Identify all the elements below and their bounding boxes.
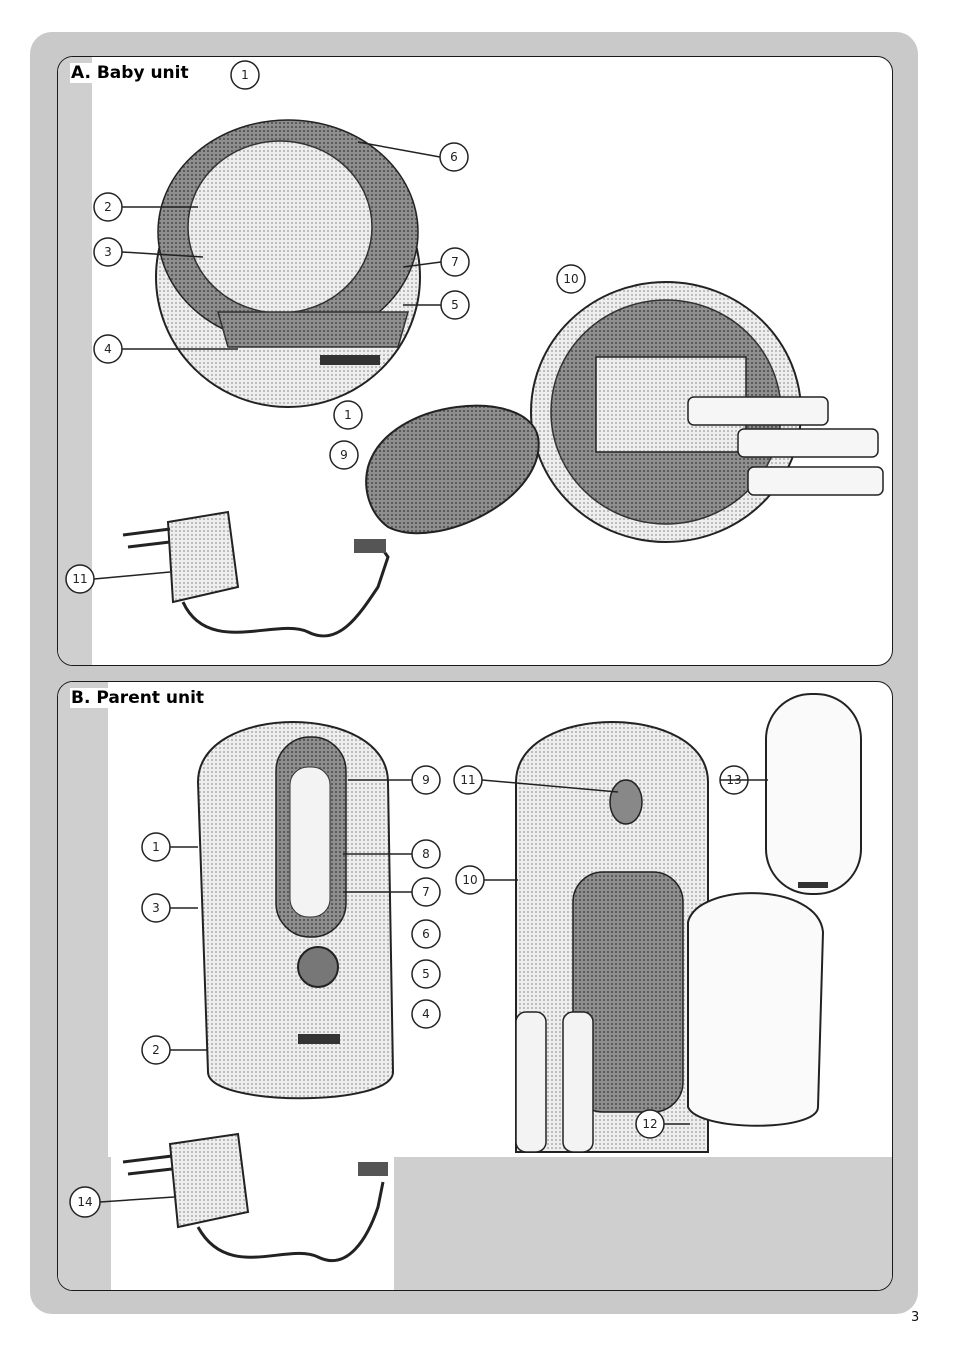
callout-1: 1: [141, 832, 171, 862]
svg-text:3: 3: [152, 901, 160, 915]
callout-10: 10: [556, 264, 586, 294]
svg-text:1: 1: [241, 68, 249, 82]
svg-text:1: 1: [344, 408, 352, 422]
panel-baby-unit: 1 6 2 3 7 5 10 4 1 9 11 A. Baby unit: [57, 56, 893, 666]
svg-text:7: 7: [422, 885, 430, 899]
svg-text:10: 10: [563, 272, 578, 286]
svg-text:6: 6: [422, 927, 430, 941]
callout-3: 3: [141, 893, 171, 923]
callout-5: 5: [411, 959, 441, 989]
callout-1-top: 1: [230, 60, 260, 90]
svg-text:9: 9: [340, 448, 348, 462]
svg-text:4: 4: [104, 342, 112, 356]
callout-5: 5: [440, 290, 470, 320]
panel-grey-block: [394, 1157, 892, 1290]
panel-grey-corner: [58, 1157, 111, 1290]
callout-6: 6: [411, 919, 441, 949]
svg-text:4: 4: [422, 1007, 430, 1021]
svg-text:5: 5: [451, 298, 459, 312]
svg-text:9: 9: [422, 773, 430, 787]
panel-title-baby-unit: A. Baby unit: [70, 63, 192, 83]
callout-4: 4: [93, 334, 123, 364]
callout-11: 11: [453, 765, 483, 795]
callout-14: 14: [69, 1186, 101, 1218]
battery-lid: [365, 404, 540, 535]
callout-11: 11: [65, 564, 95, 594]
belt-clip-icon: [765, 693, 862, 895]
parent-unit-back: [515, 721, 709, 1153]
parent-unit-front: [196, 721, 395, 1100]
battery-compartment-icon: [530, 281, 884, 543]
svg-text:14: 14: [77, 1195, 92, 1209]
svg-text:6: 6: [450, 150, 458, 164]
callout-2: 2: [93, 192, 123, 222]
svg-text:2: 2: [104, 200, 112, 214]
callout-1-bottom: 1: [333, 400, 363, 430]
svg-text:11: 11: [460, 773, 475, 787]
page-number: 3: [911, 1310, 920, 1325]
callout-8: 8: [411, 839, 441, 869]
svg-text:12: 12: [642, 1117, 657, 1131]
svg-text:11: 11: [72, 572, 87, 586]
panel-parent-unit: 9 11 13 1 8 10 7 3 6 5 4 2 12 14 B.: [57, 681, 893, 1291]
callout-3: 3: [93, 237, 123, 267]
callouts-parent-unit: 9 11 13 1 8 10 7 3 6 5 4 2 12 14: [69, 765, 768, 1218]
svg-text:10: 10: [462, 873, 477, 887]
svg-text:2: 2: [152, 1043, 160, 1057]
callout-4: 4: [411, 999, 441, 1029]
callout-10: 10: [455, 865, 485, 895]
callout-7: 7: [411, 877, 441, 907]
callouts-baby-unit: 1 6 2 3 7 5 10 4 1 9 11: [65, 60, 586, 594]
svg-text:1: 1: [152, 840, 160, 854]
svg-text:7: 7: [451, 255, 459, 269]
callout-7: 7: [440, 247, 470, 277]
parent-unit-illustration-icon: 9 11 13 1 8 10 7 3 6 5 4 2 12 14: [69, 693, 862, 1263]
panel-stripe: [58, 57, 92, 665]
callout-12: 12: [635, 1109, 665, 1139]
svg-text:8: 8: [422, 847, 430, 861]
power-adapter-icon: [122, 510, 390, 638]
callout-9: 9: [329, 440, 359, 470]
battery-cover: [687, 892, 825, 1127]
callout-6: 6: [439, 142, 469, 172]
callout-2: 2: [141, 1035, 171, 1065]
callout-9: 9: [411, 765, 441, 795]
svg-text:3: 3: [104, 245, 112, 259]
baby-unit-illustration-icon: 1 6 2 3 7 5 10 4 1 9 11: [65, 60, 884, 638]
power-adapter-icon: [122, 1132, 388, 1263]
svg-text:5: 5: [422, 967, 430, 981]
baby-unit-body: [155, 119, 421, 408]
panel-title-parent-unit: B. Parent unit: [70, 688, 208, 708]
